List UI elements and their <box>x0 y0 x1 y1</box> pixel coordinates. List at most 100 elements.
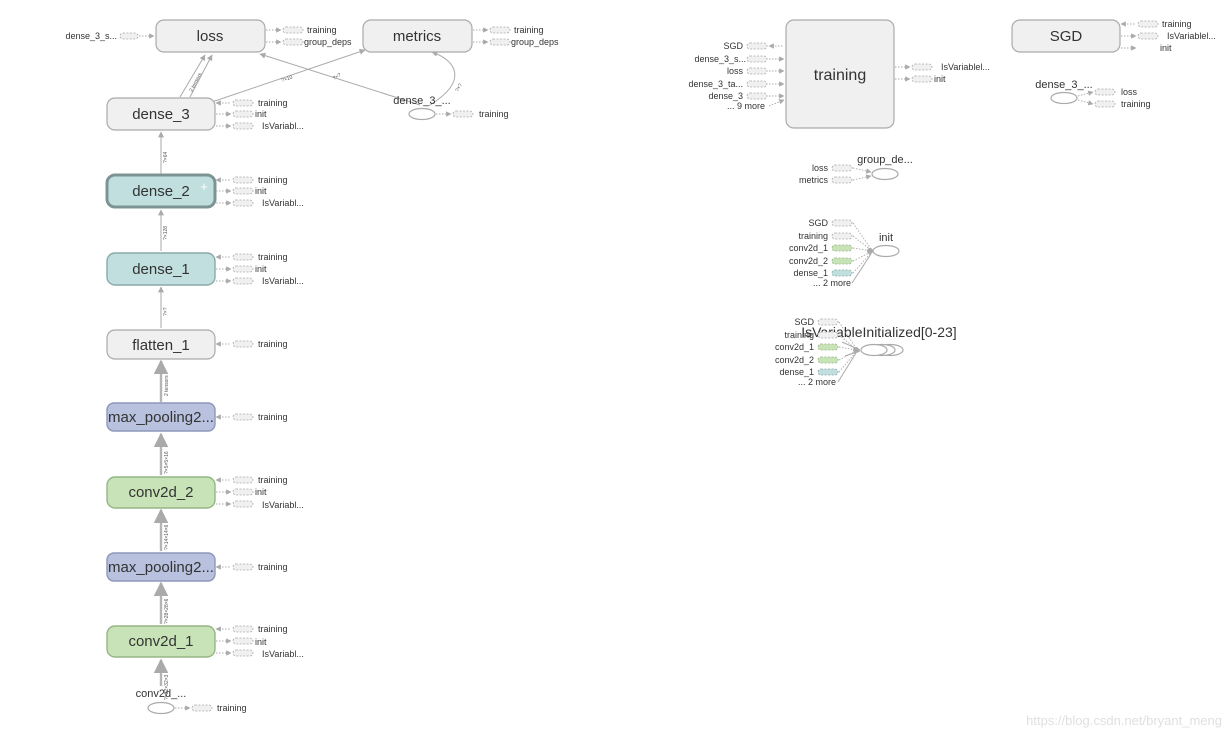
stub-label: training <box>258 252 288 262</box>
stub-label: dense_1 <box>779 367 814 377</box>
node-label: SGD <box>1050 28 1083 45</box>
stub-label: IsVariabl... <box>262 500 304 510</box>
stub-label: dense_3_ta... <box>688 79 743 89</box>
stub-label: IsVariablel... <box>941 62 990 72</box>
node-label: metrics <box>393 28 441 45</box>
node-label: max_pooling2... <box>108 409 214 426</box>
stub-label: loss <box>812 163 829 173</box>
node-label: loss <box>197 28 224 45</box>
node-label: init <box>879 232 893 244</box>
stub-label: training <box>784 330 814 340</box>
expand-icon[interactable]: + <box>200 179 208 194</box>
sgd-dense3-stubs: loss training <box>1077 87 1151 109</box>
stub-label: conv2d_1 <box>775 342 814 352</box>
node-dense-2[interactable]: dense_2 + <box>105 173 217 209</box>
stub-label: metrics <box>799 175 828 185</box>
node-label: IsVariableInitialized[0-23] <box>801 324 956 340</box>
node-sgd[interactable]: SGD <box>1011 19 1121 53</box>
node-max-pooling-a[interactable]: max_pooling2... <box>106 402 216 432</box>
edge-label: 2 tensors <box>164 375 170 396</box>
stub-label: conv2d_2 <box>775 355 814 365</box>
edge-label: ?×32×32×3 <box>164 674 170 700</box>
stub-label: training <box>258 624 288 634</box>
stub-label: init <box>934 74 946 84</box>
stub-label: IsVariabl... <box>262 649 304 659</box>
stub-label: training <box>258 562 288 572</box>
edge-label: ?×28×28×6 <box>164 598 170 624</box>
init-stubs: SGD training conv2d_1 conv2d_2 dense_1 .… <box>789 218 873 288</box>
stub-label: IsVariabl... <box>262 276 304 286</box>
stub-label: training <box>1121 99 1151 109</box>
node-label: dense_3_... <box>393 95 451 107</box>
node-label: conv2d_2 <box>128 484 193 501</box>
node-label: dense_3 <box>132 106 190 123</box>
node-conv2d-1[interactable]: conv2d_1 <box>106 625 216 658</box>
node-dense-1[interactable]: dense_1 <box>106 252 216 286</box>
group-deps-stubs: loss metrics <box>799 163 872 185</box>
edge-label: ?×? <box>163 307 169 316</box>
stub-label: SGD <box>808 218 828 228</box>
node-init[interactable]: init <box>872 232 900 258</box>
stub-label: init <box>255 637 267 647</box>
stub-label: group_deps <box>511 37 559 47</box>
stub-label: init <box>255 487 267 497</box>
edge-label: ?×128 <box>163 226 169 240</box>
stub-label: training <box>798 231 828 241</box>
stub-label: training <box>258 98 288 108</box>
node-label: flatten_1 <box>132 337 190 354</box>
node-metrics[interactable]: metrics <box>362 19 473 53</box>
stub-label: IsVariabl... <box>262 198 304 208</box>
node-conv2d-2[interactable]: conv2d_2 <box>106 476 216 509</box>
stub-label: conv2d_2 <box>789 256 828 266</box>
stub-label: loss <box>727 66 744 76</box>
node-isvarinit[interactable]: IsVariableInitialized[0-23] <box>801 324 957 357</box>
node-label: dense_3_... <box>1035 79 1093 91</box>
stub-label: dense_3 <box>708 91 743 101</box>
edge-label: ?×? <box>455 82 465 93</box>
node-label: dense_1 <box>132 261 190 278</box>
sgd-stubs: training IsVariablel... init <box>1120 19 1216 53</box>
stub-label: group_deps <box>304 37 352 47</box>
node-group-deps[interactable]: group_de... <box>857 154 913 181</box>
stub-label: ... 9 more <box>727 101 765 111</box>
node-training[interactable]: training <box>785 19 895 129</box>
stub-label: SGD <box>723 41 743 51</box>
training-stubs: SGD dense_3_s... loss dense_3_ta... dens… <box>688 41 989 111</box>
stub-label: training <box>479 109 509 119</box>
node-dense-3[interactable]: dense_3 <box>106 97 216 131</box>
node-label: max_pooling2... <box>108 559 214 576</box>
stub-label: training <box>307 25 337 35</box>
stub-label: dense_3_s... <box>65 31 117 41</box>
stub-label: loss <box>1121 87 1138 97</box>
stub-label: ... 2 more <box>813 278 851 288</box>
stub-label: init <box>255 264 267 274</box>
node-label: conv2d_1 <box>128 633 193 650</box>
stub-label: SGD <box>794 317 814 327</box>
main-edges <box>153 48 456 686</box>
stub-label: ... 2 more <box>798 377 836 387</box>
edge-label: ?×14×14×6 <box>164 524 170 550</box>
node-max-pooling-b[interactable]: max_pooling2... <box>106 552 216 582</box>
node-label: training <box>814 67 866 84</box>
stub-label: dense_1 <box>793 268 828 278</box>
stub-label: init <box>1160 43 1172 53</box>
stub-label: dense_3_s... <box>694 54 746 64</box>
node-dense-3-target[interactable]: dense_3_... <box>393 95 451 121</box>
stub-label: IsVariablel... <box>1167 31 1216 41</box>
stub-label: training <box>514 25 544 35</box>
node-conv2d-input[interactable]: conv2d_... <box>136 688 187 715</box>
stub-label: IsVariabl... <box>262 121 304 131</box>
node-loss[interactable]: loss <box>155 19 266 53</box>
stub-group: dense_3_s... training group_deps trainin… <box>65 25 559 713</box>
stub-label: training <box>1162 19 1192 29</box>
stub-label: init <box>255 186 267 196</box>
watermark: https://blog.csdn.net/bryant_meng <box>1026 713 1222 728</box>
stub-label: conv2d_1 <box>789 243 828 253</box>
node-flatten-1[interactable]: flatten_1 <box>106 329 216 360</box>
edge-label: ?×? <box>332 72 343 82</box>
stub-label: training <box>258 339 288 349</box>
edge-label: ?×10 <box>281 75 294 84</box>
node-sgd-dense3[interactable]: dense_3_... <box>1035 79 1093 105</box>
edge-label: ?×64 <box>163 152 169 163</box>
